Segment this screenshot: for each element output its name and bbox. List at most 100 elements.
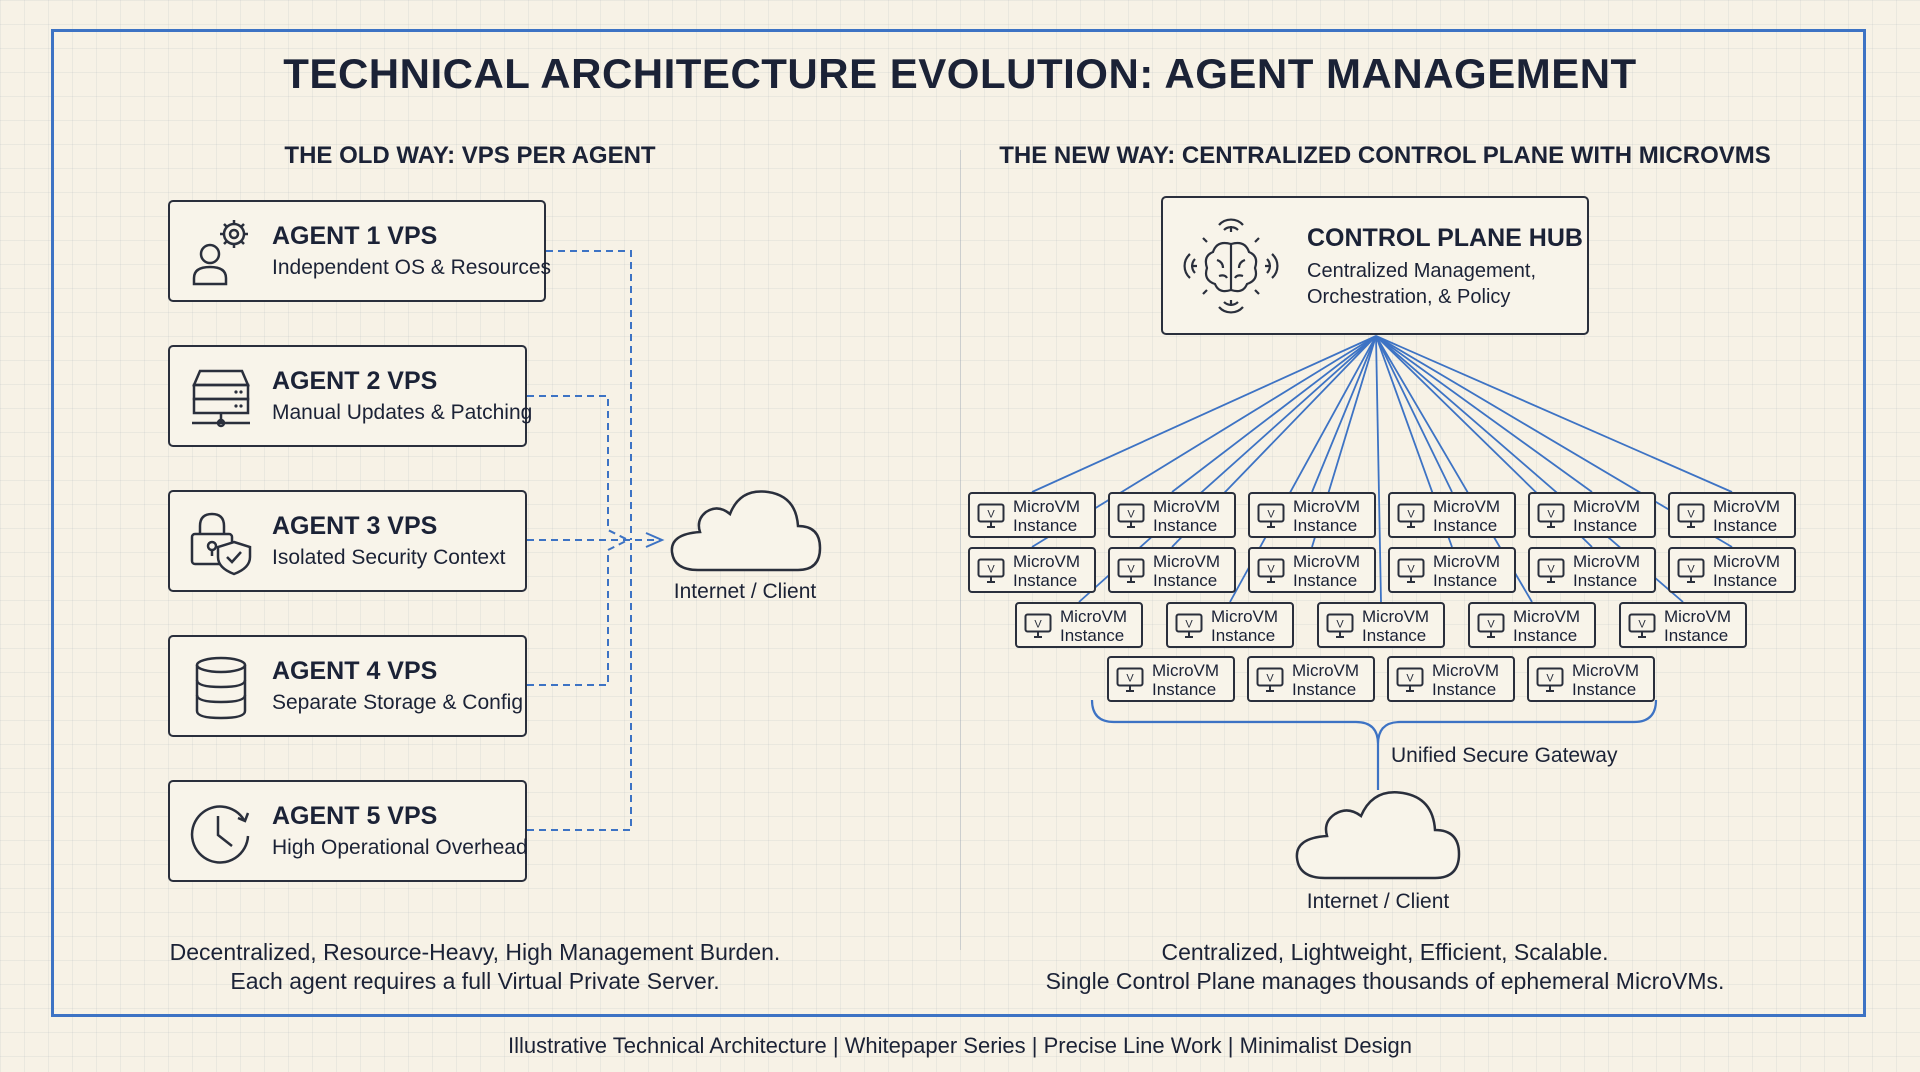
microvm-label-line1: MicroVM	[1153, 497, 1221, 516]
server-icon	[192, 369, 250, 428]
hub-connection-line	[1375, 335, 1593, 493]
monitor-icon: V	[977, 558, 1005, 583]
monitor-icon: V	[1257, 503, 1285, 528]
diagram-frame	[51, 29, 1866, 1017]
old-way-caption-line2: Each agent requires a full Virtual Priva…	[230, 968, 720, 994]
hub-connection-line	[1375, 335, 1733, 493]
microvm-label-line2: Instance	[1153, 571, 1218, 590]
microvm-label-line2: Instance	[1153, 516, 1218, 535]
microvm-label-line1: MicroVM	[1211, 607, 1279, 626]
microvm-label-line1: MicroVM	[1433, 552, 1501, 571]
microvm-label-line1: MicroVM	[1664, 607, 1732, 626]
agent-card-3[interactable]: AGENT 3 VPS Isolated Security Context	[168, 490, 527, 592]
old-way-caption-line1: Decentralized, Resource-Heavy, High Mana…	[169, 939, 781, 965]
new-way-caption-line2: Single Control Plane manages thousands o…	[1045, 968, 1725, 994]
agent-subtitle: Isolated Security Context	[272, 546, 506, 569]
agent-card-4[interactable]: AGENT 4 VPS Separate Storage & Config	[168, 635, 527, 737]
agent-title: AGENT 5 VPS	[272, 802, 438, 830]
microvm-label-line2: Instance	[1433, 571, 1498, 590]
monitor-icon: V	[1396, 667, 1424, 692]
agent-card-2[interactable]: AGENT 2 VPS Manual Updates & Patching	[168, 345, 532, 447]
microvm-label-line1: MicroVM	[1152, 661, 1220, 680]
footer-text: Illustrative Technical Architecture | Wh…	[507, 1033, 1413, 1058]
monitor-glyph: V	[1547, 564, 1555, 576]
agent-title: AGENT 2 VPS	[272, 367, 438, 395]
monitor-glyph: V	[1336, 619, 1344, 631]
microvm-label-line1: MicroVM	[1060, 607, 1128, 626]
microvm-label-line1: MicroVM	[1153, 552, 1221, 571]
microvm-label-line1: MicroVM	[1432, 661, 1500, 680]
microvm-label-line2: Instance	[1292, 680, 1357, 699]
monitor-glyph: V	[1127, 564, 1135, 576]
microvm-label-line2: Instance	[1152, 680, 1217, 699]
hub-subtitle: Centralized Management, Orchestration, &…	[1307, 260, 1537, 308]
monitor-glyph: V	[1547, 509, 1555, 521]
agent-card-5[interactable]: AGENT 5 VPS High Operational Overhead	[168, 780, 528, 882]
microvm-label-line1: MicroVM	[1713, 552, 1781, 571]
monitor-glyph: V	[1487, 619, 1495, 631]
monitor-icon: V	[1397, 503, 1425, 528]
monitor-glyph: V	[1127, 509, 1135, 521]
agent-title: AGENT 3 VPS	[272, 512, 438, 540]
connector-agent-1	[546, 250, 632, 540]
monitor-glyph: V	[1034, 619, 1042, 631]
hub-connection-line	[1311, 335, 1377, 493]
microvm-label-line2: Instance	[1293, 516, 1358, 535]
lock-shield-icon	[190, 512, 252, 576]
connector-agent-2	[527, 395, 629, 541]
microvm-label-line1: MicroVM	[1572, 661, 1640, 680]
cloud-label-old: Internet / Client	[673, 580, 817, 603]
monitor-glyph: V	[987, 564, 995, 576]
monitor-icon: V	[1677, 503, 1705, 528]
user-gear-icon	[192, 220, 248, 286]
monitor-icon: V	[1536, 667, 1564, 692]
new-way-caption: Centralized, Lightweight, Efficient, Sca…	[990, 938, 1780, 996]
hub-connection-line	[1375, 335, 1382, 603]
hub-title: CONTROL PLANE HUB	[1307, 224, 1583, 252]
agent-subtitle: Independent OS & Resources	[272, 256, 552, 279]
monitor-glyph: V	[1687, 509, 1695, 521]
monitor-glyph: V	[1407, 564, 1415, 576]
monitor-icon: V	[977, 503, 1005, 528]
microvm-label-line1: MicroVM	[1513, 607, 1581, 626]
brain-icon	[1183, 218, 1279, 314]
control-plane-hub[interactable]: CONTROL PLANE HUB Centralized Management…	[1161, 196, 1589, 335]
microvm-label-line1: MicroVM	[1433, 497, 1501, 516]
agent-subtitle: High Operational Overhead	[272, 836, 528, 859]
agent-card-1[interactable]: AGENT 1 VPS Independent OS & Resources	[168, 200, 551, 302]
microvm-label-line2: Instance	[1573, 571, 1638, 590]
monitor-icon: V	[1677, 558, 1705, 583]
